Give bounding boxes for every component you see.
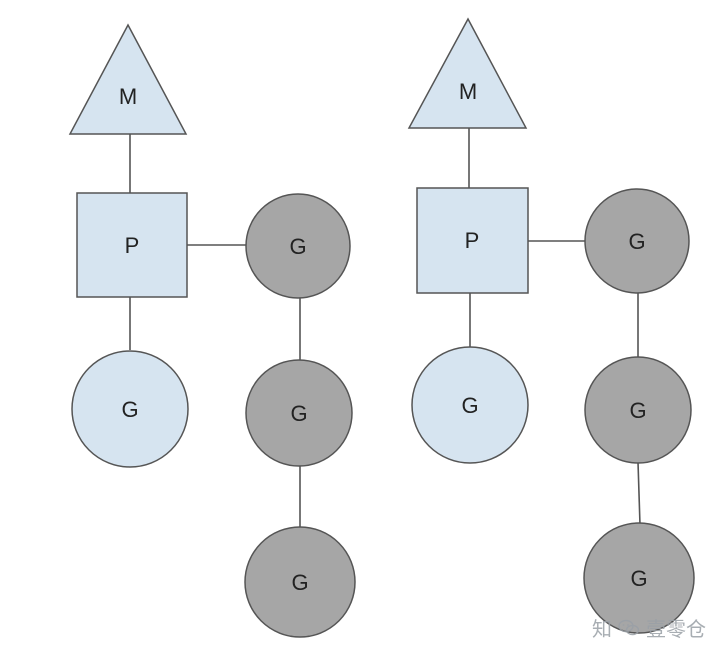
queued-g-node: G bbox=[245, 193, 351, 299]
p-processor-node: P bbox=[416, 187, 529, 294]
m-label: M bbox=[119, 84, 137, 109]
queued-g-label: G bbox=[629, 398, 646, 423]
running-g-label: G bbox=[461, 393, 478, 418]
queue-link-edge bbox=[637, 461, 641, 526]
watermark: 知 壹零仓 bbox=[592, 613, 706, 642]
running-g-node: G bbox=[71, 350, 189, 468]
m-machine-node: M bbox=[68, 23, 188, 135]
queued-g-label: G bbox=[290, 401, 307, 426]
queued-g-node: G bbox=[245, 359, 353, 467]
p-label: P bbox=[465, 228, 480, 253]
queued-g-label: G bbox=[630, 566, 647, 591]
queued-g-node: G bbox=[584, 356, 692, 464]
p-processor-node: P bbox=[76, 192, 188, 298]
watermark-prefix: 知 bbox=[592, 617, 612, 641]
queued-g-node: G bbox=[583, 522, 695, 634]
queued-g-label: G bbox=[291, 570, 308, 595]
gmp-group-1: M P G G G G bbox=[68, 23, 356, 638]
p-label: P bbox=[125, 233, 140, 258]
m-label: M bbox=[459, 79, 477, 104]
watermark-name: 壹零仓 bbox=[646, 617, 706, 641]
queued-g-label: G bbox=[628, 229, 645, 254]
m-machine-node: M bbox=[407, 17, 528, 129]
queued-g-label: G bbox=[289, 234, 306, 259]
wechat-icon bbox=[618, 619, 640, 635]
running-g-node: G bbox=[411, 346, 529, 464]
gmp-group-2: M P G G G G bbox=[407, 17, 695, 634]
running-g-label: G bbox=[121, 397, 138, 422]
queued-g-node: G bbox=[244, 526, 356, 638]
queued-g-node: G bbox=[584, 188, 690, 294]
